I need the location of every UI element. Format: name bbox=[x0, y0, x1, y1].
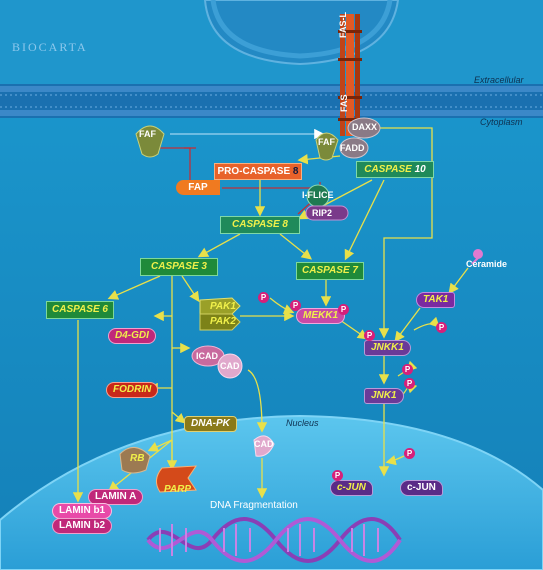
lamin-b2-node: LAMIN b2 bbox=[52, 518, 113, 534]
pak1-label: PAK1 bbox=[210, 301, 236, 312]
phospho-tag-jnk1-bottom: P bbox=[404, 378, 415, 389]
iflice-label: I-FLICE bbox=[302, 190, 334, 200]
lamin-a-node: LAMIN A bbox=[88, 489, 144, 505]
lamin-b1-node: LAMIN b1 bbox=[52, 503, 113, 519]
daxx-shape bbox=[347, 117, 381, 139]
cjun-phospho-node: c-JUN bbox=[330, 480, 373, 496]
rip2-label: RIP2 bbox=[312, 208, 333, 218]
fadd-shape bbox=[339, 137, 369, 159]
fas-receptor-shape bbox=[338, 84, 362, 136]
jnk1-node: JNK1 bbox=[364, 388, 404, 404]
caspase10-node: CASPASE 10 bbox=[356, 161, 434, 178]
extracellular-label: Extracellular bbox=[474, 75, 524, 85]
phospho-tag-cjun-signal: P bbox=[404, 448, 415, 459]
pro-caspase8-label: PRO-CASPASE bbox=[217, 166, 291, 177]
ceramide-shape bbox=[471, 249, 483, 265]
caspase3-node: CASPASE 3 bbox=[140, 258, 218, 276]
fodrin-node: FODRIN bbox=[106, 382, 159, 398]
parp-shape bbox=[156, 465, 197, 493]
phospho-tag-tak1: P bbox=[436, 322, 447, 333]
faf-right-label: FAF bbox=[318, 137, 335, 147]
icad-label: ICAD bbox=[196, 351, 218, 361]
fadd-label: FADD bbox=[340, 143, 365, 153]
dna-helix bbox=[146, 517, 402, 563]
caspase10-label: CASPASE bbox=[364, 164, 412, 175]
fas-l-label: FAS-L bbox=[338, 12, 348, 38]
membrane-lipids bbox=[0, 86, 543, 116]
neighbor-cell-membrane bbox=[210, 0, 393, 59]
pak2-label: PAK2 bbox=[210, 316, 236, 327]
jnkk1-node: JNKK1 bbox=[364, 340, 411, 356]
fas-l-ligand-shape bbox=[338, 14, 362, 86]
phospho-tag-mekk1-left: P bbox=[290, 300, 301, 311]
rb-shape bbox=[119, 447, 151, 474]
tak1-node: TAK1 bbox=[416, 292, 456, 308]
d4gdi-node: D4-GDI bbox=[108, 328, 156, 344]
phospho-tag-jnkk1: P bbox=[364, 330, 375, 341]
pak1-shape bbox=[199, 297, 241, 315]
pak2-shape bbox=[199, 313, 241, 331]
phospho-tag-mekk1-right: P bbox=[338, 304, 349, 315]
caspase8-node: CASPASE 8 bbox=[220, 216, 300, 234]
caspase10-number: 10 bbox=[414, 164, 426, 175]
faf-left-shape bbox=[135, 125, 165, 158]
dnapk-node: DNA-PK bbox=[184, 416, 237, 432]
pro-caspase8-node: PRO-CASPASE 8 bbox=[214, 163, 302, 180]
caspase6-node: CASPASE 6 bbox=[46, 301, 114, 319]
cad-label: CAD bbox=[220, 361, 240, 371]
cad-shape bbox=[217, 353, 243, 379]
nucleus-label: Nucleus bbox=[286, 418, 319, 428]
caspase7-node: CASPASE 7 bbox=[296, 262, 364, 280]
phospho-tag-jnk1-top: P bbox=[402, 364, 413, 375]
rb-label: RB bbox=[130, 453, 145, 464]
cytoplasm-label: Cytoplasm bbox=[480, 117, 523, 127]
cjun-node: c-JUN bbox=[400, 480, 443, 496]
parp-label: PARP bbox=[164, 484, 192, 495]
fap-node: FAP bbox=[176, 180, 220, 195]
rip2-shape bbox=[305, 205, 349, 221]
phospho-tag-pak: P bbox=[258, 292, 269, 303]
biocarta-logo: BIOCARTA bbox=[12, 40, 88, 54]
cad-nucleus-label: CAD bbox=[254, 439, 274, 449]
daxx-label: DAXX bbox=[352, 122, 378, 132]
faf-right-shape bbox=[315, 132, 339, 161]
cad-nucleus-shape bbox=[253, 435, 275, 457]
mekk1-node: MEKK1 bbox=[296, 308, 346, 324]
pro-caspase8-number: 8 bbox=[292, 166, 299, 177]
ceramide-label: Ceramide bbox=[466, 259, 508, 269]
dna-fragmentation-label: DNA Fragmentation bbox=[210, 500, 298, 511]
phospho-tag-cjun: P bbox=[332, 470, 343, 481]
fas-label: FAS bbox=[339, 94, 349, 112]
faf-left-label: FAF bbox=[139, 129, 156, 139]
